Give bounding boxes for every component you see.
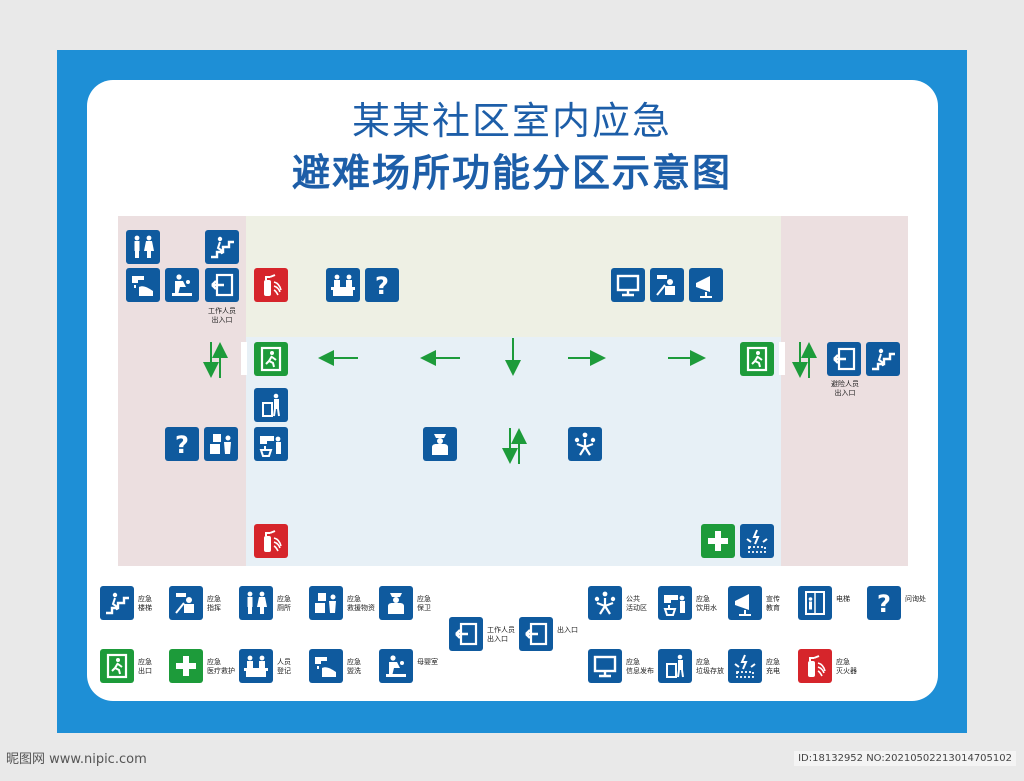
legend-emergency-exit-icon: [100, 649, 134, 683]
legend-label: 公共 活动区: [626, 595, 647, 612]
legend-wash-icon: [309, 649, 343, 683]
title-line1: 某某社区室内应急: [351, 99, 672, 143]
fire-extinguisher-icon: [254, 268, 288, 302]
trash-icon: [254, 388, 288, 422]
baby-care-icon: [165, 268, 199, 302]
legend-entrance-icon: [519, 617, 553, 651]
first-aid-icon: [701, 524, 735, 558]
legend-label: 工作人员 出入口: [487, 626, 515, 643]
zone-right: [781, 216, 908, 566]
stairs-icon: [866, 342, 900, 376]
command-icon: [650, 268, 684, 302]
evac-exit-label: 避险人员 出入口: [831, 380, 859, 397]
legend-supplies-icon: [309, 586, 343, 620]
door-left: [241, 342, 247, 375]
legend-fire-extinguisher-icon: [798, 649, 832, 683]
legend-label: 应急 灭火器: [836, 658, 857, 675]
legend-question-icon: ?: [867, 586, 901, 620]
stairs-icon: [205, 230, 239, 264]
registration-icon: [326, 268, 360, 302]
legend-label: 应急 保卫: [417, 595, 431, 612]
toilet-icon: [126, 230, 160, 264]
svg-text:?: ?: [175, 431, 189, 458]
entrance-icon: [827, 342, 861, 376]
svg-text:?: ?: [877, 590, 891, 617]
staff-exit-label: 工作人员 出入口: [208, 307, 236, 324]
staff-exit-icon: [205, 268, 239, 302]
legend-registration-icon: [239, 649, 273, 683]
legend-toilet-icon: [239, 586, 273, 620]
legend-label: 电梯: [836, 595, 850, 603]
door-right: [779, 342, 785, 375]
legend-stairs-icon: [100, 586, 134, 620]
legend-label: 应急 充电: [766, 658, 780, 675]
legend-elevator-icon: [798, 586, 832, 620]
legend-baby-care-icon: [379, 649, 413, 683]
water-tap-icon: [254, 427, 288, 461]
legend-label: 应急 盥洗: [347, 658, 361, 675]
legend-label: 应急 厕所: [277, 595, 291, 612]
emergency-exit-icon: [740, 342, 774, 376]
supplies-icon: [204, 427, 238, 461]
legend-label: 母婴室: [417, 658, 438, 666]
legend-label: 应急 楼梯: [138, 595, 152, 612]
legend-label: 应急 垃圾存放: [696, 658, 724, 675]
legend-label: 人员 登记: [277, 658, 291, 675]
legend-label: 应急 出口: [138, 658, 152, 675]
question-icon: ?: [365, 268, 399, 302]
info-screen-icon: [611, 268, 645, 302]
legend-label: 应急 医疗救护: [207, 658, 235, 675]
legend-guard-icon: [379, 586, 413, 620]
question-icon: ?: [165, 427, 199, 461]
public-activity-icon: [568, 427, 602, 461]
legend-label: 问询处: [905, 595, 926, 603]
legend-label: 应急 救援物资: [347, 595, 375, 612]
legend-label: 应急 指挥: [207, 595, 221, 612]
legend-label: 宣传 教育: [766, 595, 780, 612]
guard-icon: [423, 427, 457, 461]
legend-command-icon: [169, 586, 203, 620]
legend-staff-exit-icon: [449, 617, 483, 651]
legend-label: 出入口: [557, 626, 578, 634]
svg-text:?: ?: [375, 272, 389, 299]
charging-icon: [740, 524, 774, 558]
legend-first-aid-icon: [169, 649, 203, 683]
legend-public-activity-icon: [588, 586, 622, 620]
wash-icon: [126, 268, 160, 302]
legend-label: 应急 饮用水: [696, 595, 717, 612]
legend-megaphone-icon: [728, 586, 762, 620]
title-line2: 避难场所功能分区示意图: [291, 151, 732, 195]
emergency-exit-icon: [254, 342, 288, 376]
legend-water-tap-icon: [658, 586, 692, 620]
legend-info-screen-icon: [588, 649, 622, 683]
watermark-site: 昵图网 www.nipic.com: [6, 752, 147, 767]
fire-extinguisher-icon: [254, 524, 288, 558]
legend-charging-icon: [728, 649, 762, 683]
megaphone-icon: [689, 268, 723, 302]
legend-trash-icon: [658, 649, 692, 683]
legend-label: 应急 信息发布: [626, 658, 654, 675]
watermark-id: ID:18132952 NO:20210502213014705102: [794, 751, 1016, 766]
